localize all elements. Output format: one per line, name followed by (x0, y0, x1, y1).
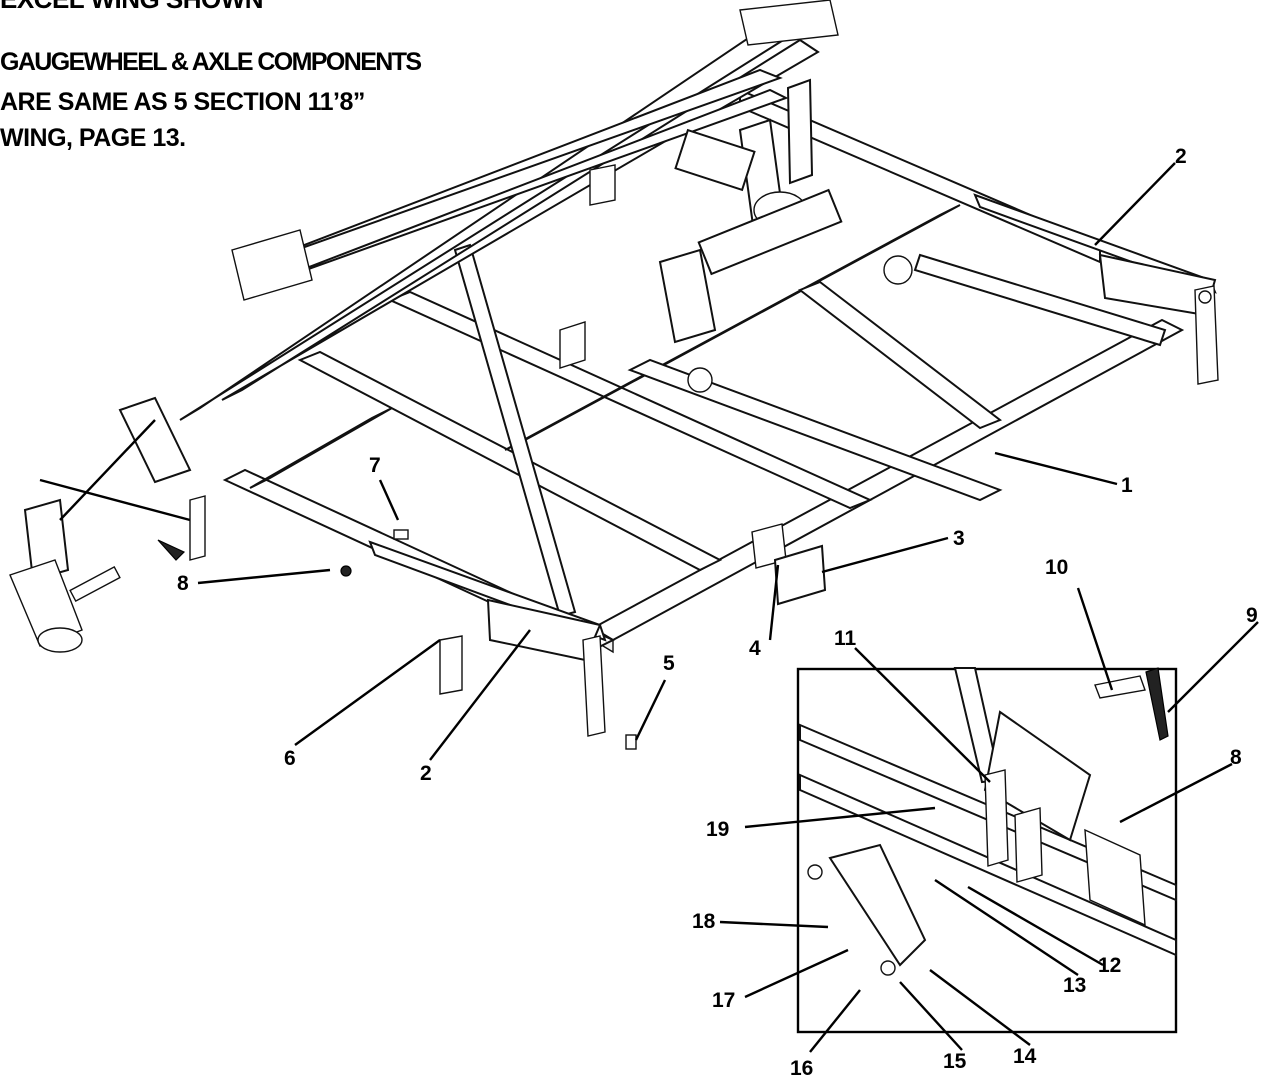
callout-1: 1 (1121, 474, 1133, 497)
callout-15: 15 (943, 1050, 967, 1073)
callout-6: 6 (284, 747, 296, 770)
note-line-3: ARE SAME AS 5 SECTION 11’8” (0, 88, 365, 116)
callout-10: 10 (1045, 556, 1068, 579)
note-line-2: GAUGEWHEEL & AXLE COMPONENTS (0, 48, 422, 76)
detail-inset (796, 667, 1178, 1034)
note-line-1: EXCEL WING SHOWN (0, 0, 264, 15)
note-line-4: WING, PAGE 13. (0, 124, 186, 152)
callout-19: 19 (706, 818, 729, 841)
callout-16: 16 (790, 1057, 813, 1080)
hitch-clevis (9, 396, 192, 653)
callout-3: 3 (953, 527, 965, 550)
callout-9: 9 (1246, 604, 1258, 627)
callout-17: 17 (712, 989, 735, 1012)
leader-lines (197, 162, 1259, 1053)
callout-2-lower: 2 (420, 762, 432, 785)
callout-labels: 1 2 2 3 4 5 6 7 8 8 9 10 11 12 13 14 15 … (177, 145, 1258, 1080)
callout-7: 7 (369, 454, 381, 477)
callout-4: 4 (749, 637, 761, 660)
callout-13: 13 (1063, 974, 1086, 997)
callout-8-main: 8 (177, 572, 189, 595)
hitch-tongue (179, 0, 839, 421)
callout-18: 18 (692, 910, 716, 933)
front-bracket (189, 495, 827, 750)
callout-11: 11 (834, 627, 857, 650)
pivot-assembly (658, 78, 913, 393)
callout-5: 5 (663, 652, 675, 675)
callout-2-upper: 2 (1175, 145, 1187, 168)
callout-8-inset: 8 (1230, 746, 1242, 769)
callout-12: 12 (1098, 954, 1121, 977)
callout-14: 14 (1013, 1045, 1037, 1068)
